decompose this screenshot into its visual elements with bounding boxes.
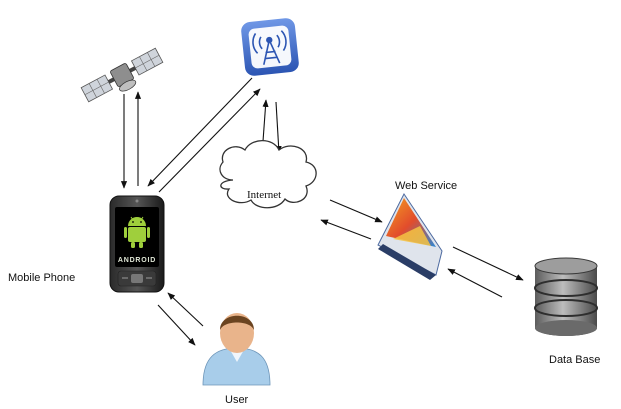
cloud-icon <box>219 139 317 209</box>
arrow-webservice-to-internet <box>320 219 372 240</box>
cell-tower-icon <box>241 18 299 76</box>
arrow-database-to-webservice <box>447 268 503 298</box>
satellite-icon <box>80 47 164 103</box>
user-icon <box>202 313 271 386</box>
arrow-tower-to-phone <box>147 77 253 187</box>
arrow-user-to-phone <box>167 292 204 327</box>
database-icon <box>534 257 598 336</box>
android-robot-icon <box>124 216 150 248</box>
connection-arrows <box>120 77 524 346</box>
database-label: Data Base <box>549 354 601 366</box>
android-phone-icon: ANDROID <box>109 195 165 293</box>
arrow-internet-to-webservice <box>329 199 383 223</box>
web-service-label: Web Service <box>395 180 458 192</box>
arrow-webservice-to-database <box>452 246 524 281</box>
user-label: User <box>225 394 249 406</box>
phone-screen-text: ANDROID <box>118 257 156 264</box>
arrow-phone-to-tower <box>158 88 261 193</box>
arrow-tower-to-internet <box>275 101 282 154</box>
internet-label: Internet <box>247 189 282 201</box>
mobile-phone-label: Mobile Phone <box>8 272 76 284</box>
arrow-phone-to-user <box>157 304 196 346</box>
web-service-icon <box>377 193 443 280</box>
